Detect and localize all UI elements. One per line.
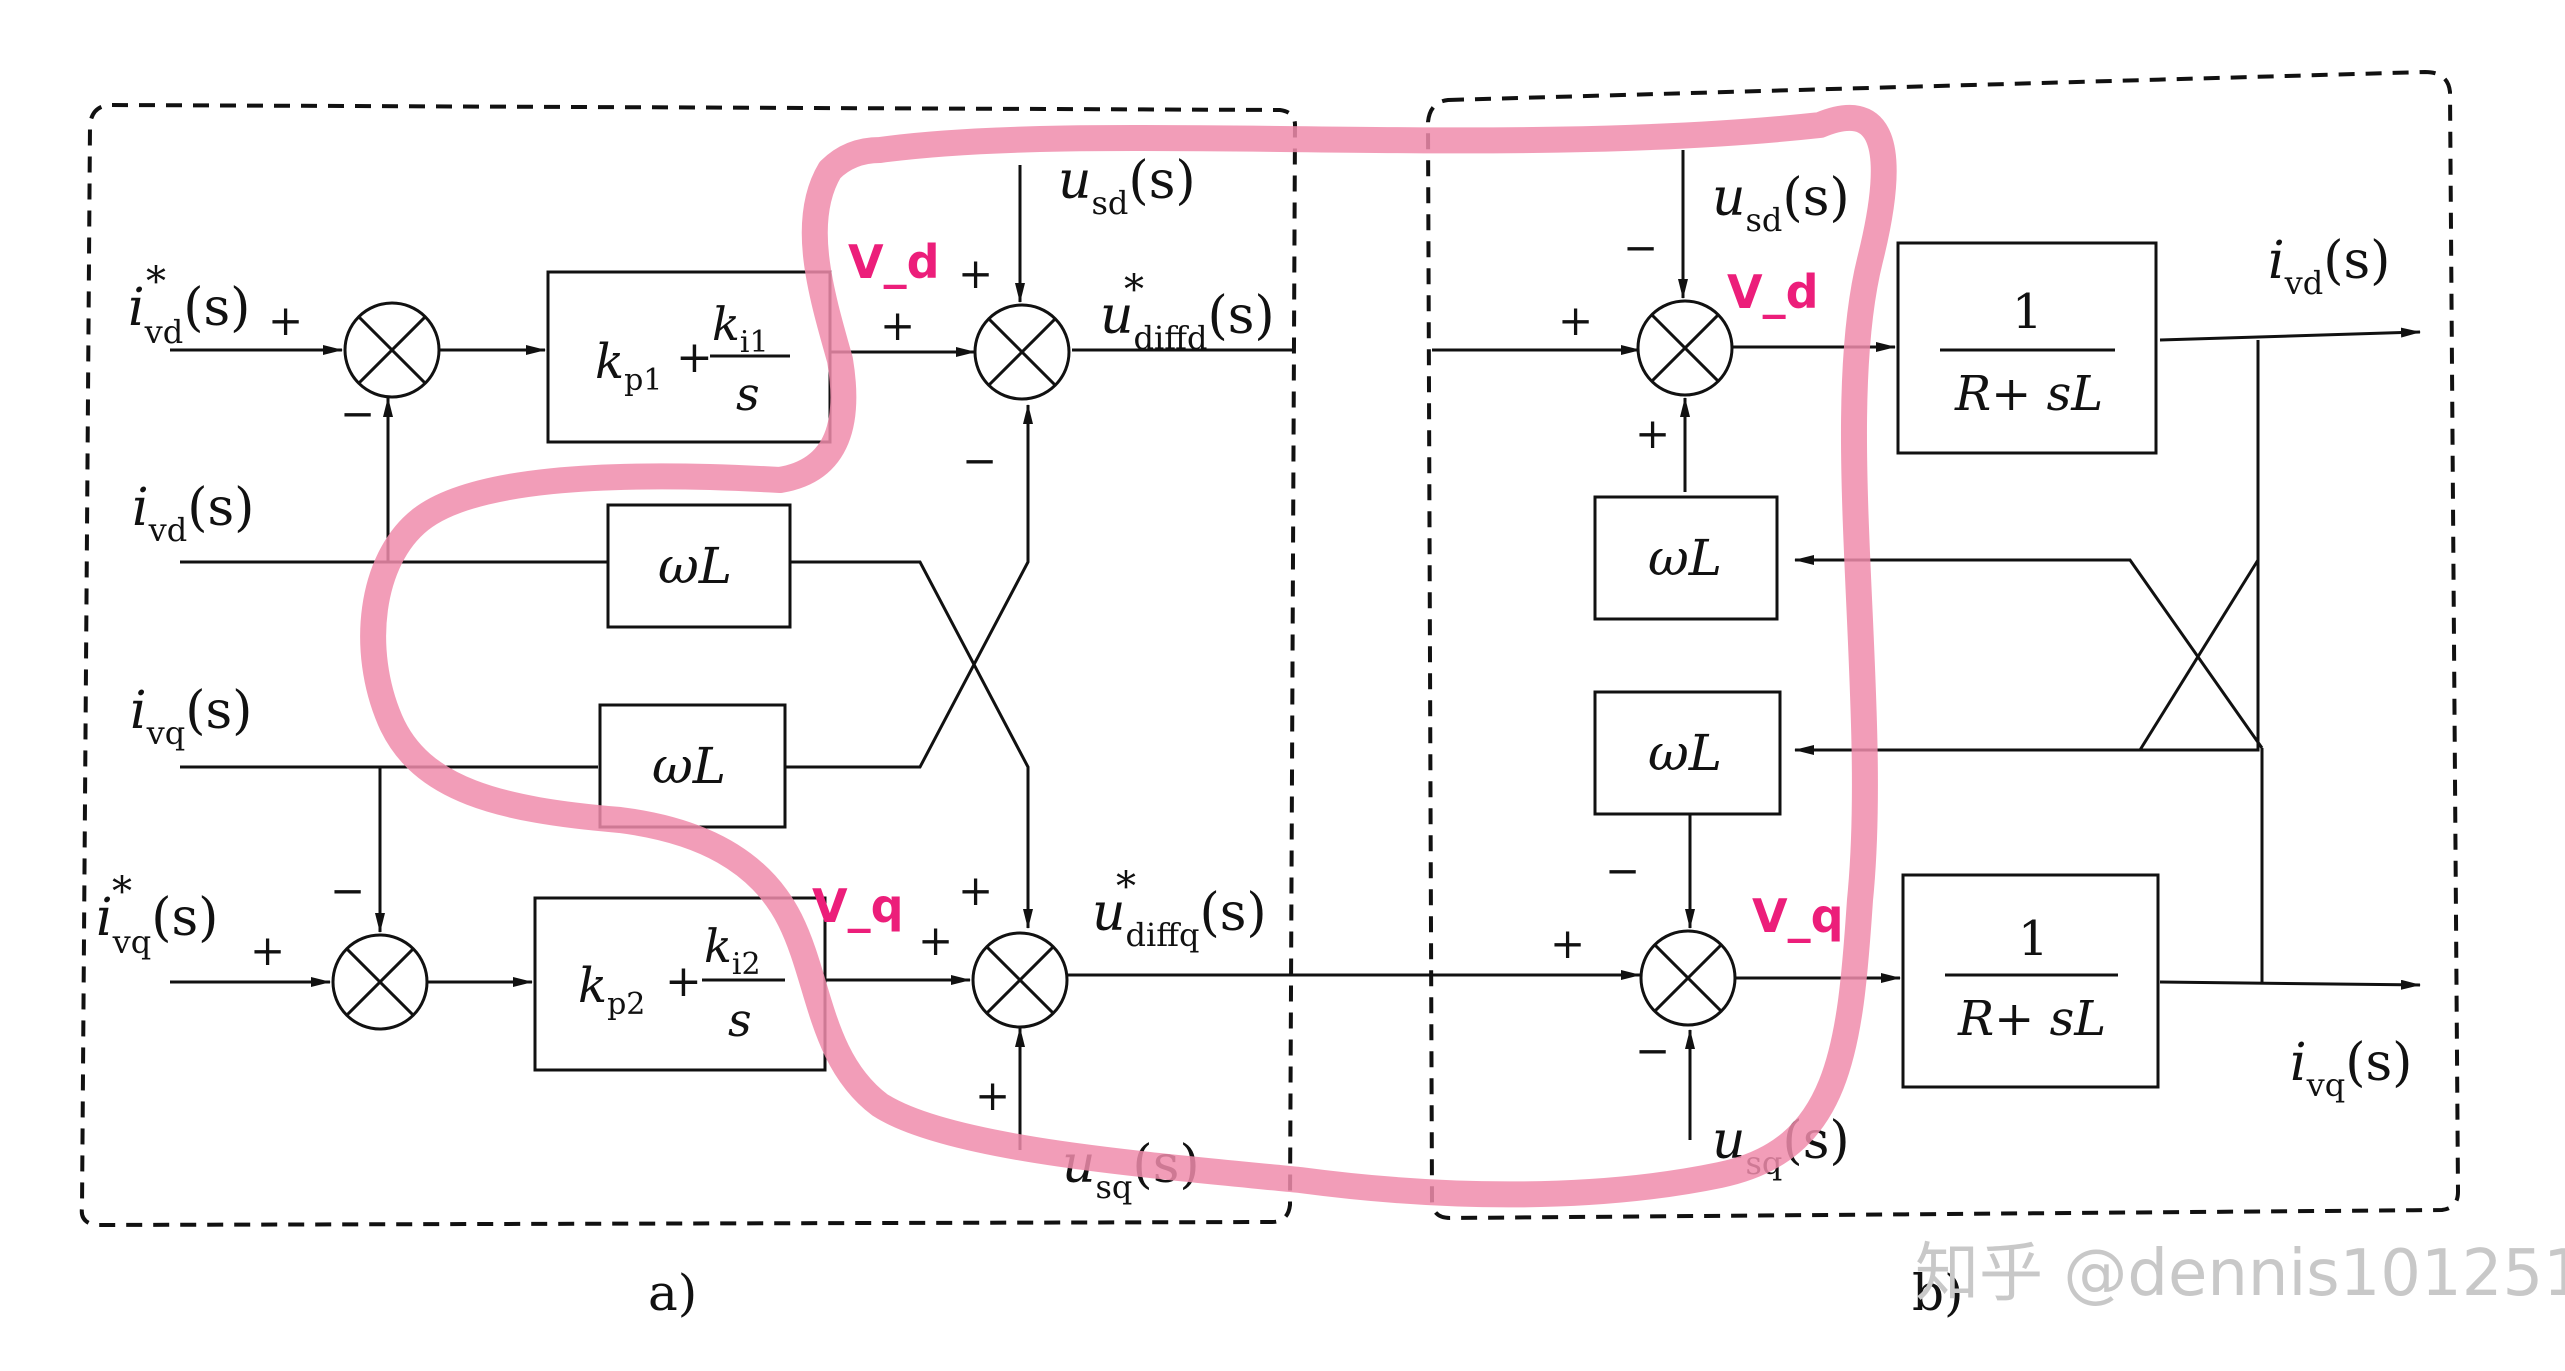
- panel-a-frame: [79, 102, 1298, 1228]
- sum-plant-q: [1639, 929, 1737, 1027]
- minus-sign: −: [1623, 223, 1658, 272]
- svg-text:ωL: ωL: [658, 537, 732, 595]
- panel-b-wiring: [1432, 150, 2421, 1140]
- wl-block-b-top: ωL: [1593, 495, 1779, 621]
- annotation-outline: [360, 104, 1897, 1208]
- svg-text:R+ sL: R+ sL: [1957, 991, 2106, 1047]
- plus-sign: +: [1635, 409, 1670, 458]
- label-i-vq-a: ivq(s): [130, 681, 252, 752]
- svg-text:*: *: [1124, 267, 1144, 313]
- annotation-vd-a: V_d: [848, 235, 940, 289]
- label-u-diffd: udiffd(s) *: [1100, 267, 1275, 357]
- plus-sign: +: [1550, 919, 1585, 968]
- panel-b-frame: [1425, 69, 2461, 1221]
- plus-sign: +: [250, 926, 285, 975]
- plant-block-q: 1 R+ sL: [1901, 873, 2160, 1089]
- label-i-vd-a: ivd(s): [132, 478, 254, 549]
- svg-text:ivd(s): ivd(s): [128, 278, 250, 351]
- sum-error-q: [331, 933, 429, 1031]
- plus-sign: +: [268, 296, 303, 345]
- minus-sign: −: [340, 389, 375, 438]
- junction-signs: +−++−−++++−++−+−: [250, 223, 1670, 1120]
- minus-sign: −: [1605, 846, 1640, 895]
- plus-sign: +: [958, 249, 993, 298]
- annotation-vq-a: V_q: [812, 879, 904, 933]
- svg-text:udiffq(s): udiffq(s): [1092, 883, 1267, 954]
- svg-text:s: s: [736, 367, 760, 421]
- svg-text:*: *: [1116, 864, 1136, 910]
- svg-text:1: 1: [2012, 284, 2043, 340]
- svg-text:+: +: [665, 956, 702, 1007]
- svg-text:kp1: kp1: [595, 334, 662, 398]
- sum-voltage-q: [971, 931, 1069, 1029]
- label-i-vd-ref: ivd(s) *: [128, 259, 250, 351]
- svg-text:ωL: ωL: [1648, 529, 1722, 587]
- svg-text:ki1: ki1: [712, 297, 769, 360]
- svg-text:*: *: [112, 869, 132, 915]
- svg-text:ki2: ki2: [704, 919, 761, 982]
- sum-plant-d: [1636, 299, 1734, 397]
- plus-sign: +: [880, 301, 915, 350]
- watermark: 知乎 @dennis101251: [1915, 1237, 2565, 1311]
- panel-b-label: b): [1912, 1264, 1964, 1322]
- panel-a-wiring: [170, 165, 1432, 1150]
- label-u-diffq: udiffq(s) *: [1092, 864, 1267, 954]
- svg-text:1: 1: [2018, 911, 2049, 967]
- label-i-vd-out: ivd(s): [2268, 231, 2390, 302]
- plus-sign: +: [958, 866, 993, 915]
- wl-block-a-top: ωL: [606, 503, 792, 629]
- pi-controller-d: kp1 + ki1 s: [546, 270, 832, 444]
- sum-voltage-d: [973, 303, 1071, 401]
- label-i-vq-ref: ivq(s) *: [96, 869, 218, 961]
- minus-sign: −: [330, 866, 365, 915]
- sum-error-d: [343, 301, 441, 399]
- label-u-sd-b: usd(s): [1712, 168, 1850, 239]
- plus-sign: +: [918, 916, 953, 965]
- annotation-vq-b: V_q: [1752, 889, 1844, 943]
- plant-block-d: 1 R+ sL: [1896, 241, 2158, 455]
- minus-sign: −: [962, 436, 997, 485]
- svg-text:s: s: [728, 993, 752, 1047]
- svg-text:udiffd(s): udiffd(s): [1100, 286, 1275, 357]
- svg-text:R+ sL: R+ sL: [1954, 366, 2103, 422]
- plus-sign: +: [1558, 296, 1593, 345]
- wl-block-a-bottom: ωL: [598, 703, 787, 829]
- panel-a-label: a): [648, 1264, 697, 1322]
- svg-text:kp2: kp2: [578, 958, 645, 1022]
- annotation-vd-b: V_d: [1727, 265, 1819, 319]
- minus-sign: −: [1635, 1026, 1670, 1075]
- svg-text:ivq(s): ivq(s): [96, 888, 218, 961]
- svg-text:ωL: ωL: [1648, 724, 1722, 782]
- label-i-vq-out: ivq(s): [2290, 1033, 2412, 1104]
- label-u-sd-a: usd(s): [1058, 151, 1196, 222]
- pi-controller-q: kp2 + ki2 s: [533, 896, 827, 1072]
- plus-sign: +: [975, 1071, 1010, 1120]
- wl-block-b-bottom: ωL: [1593, 690, 1782, 816]
- svg-text:*: *: [146, 259, 166, 305]
- svg-text:ωL: ωL: [652, 737, 726, 795]
- svg-text:+: +: [676, 332, 713, 383]
